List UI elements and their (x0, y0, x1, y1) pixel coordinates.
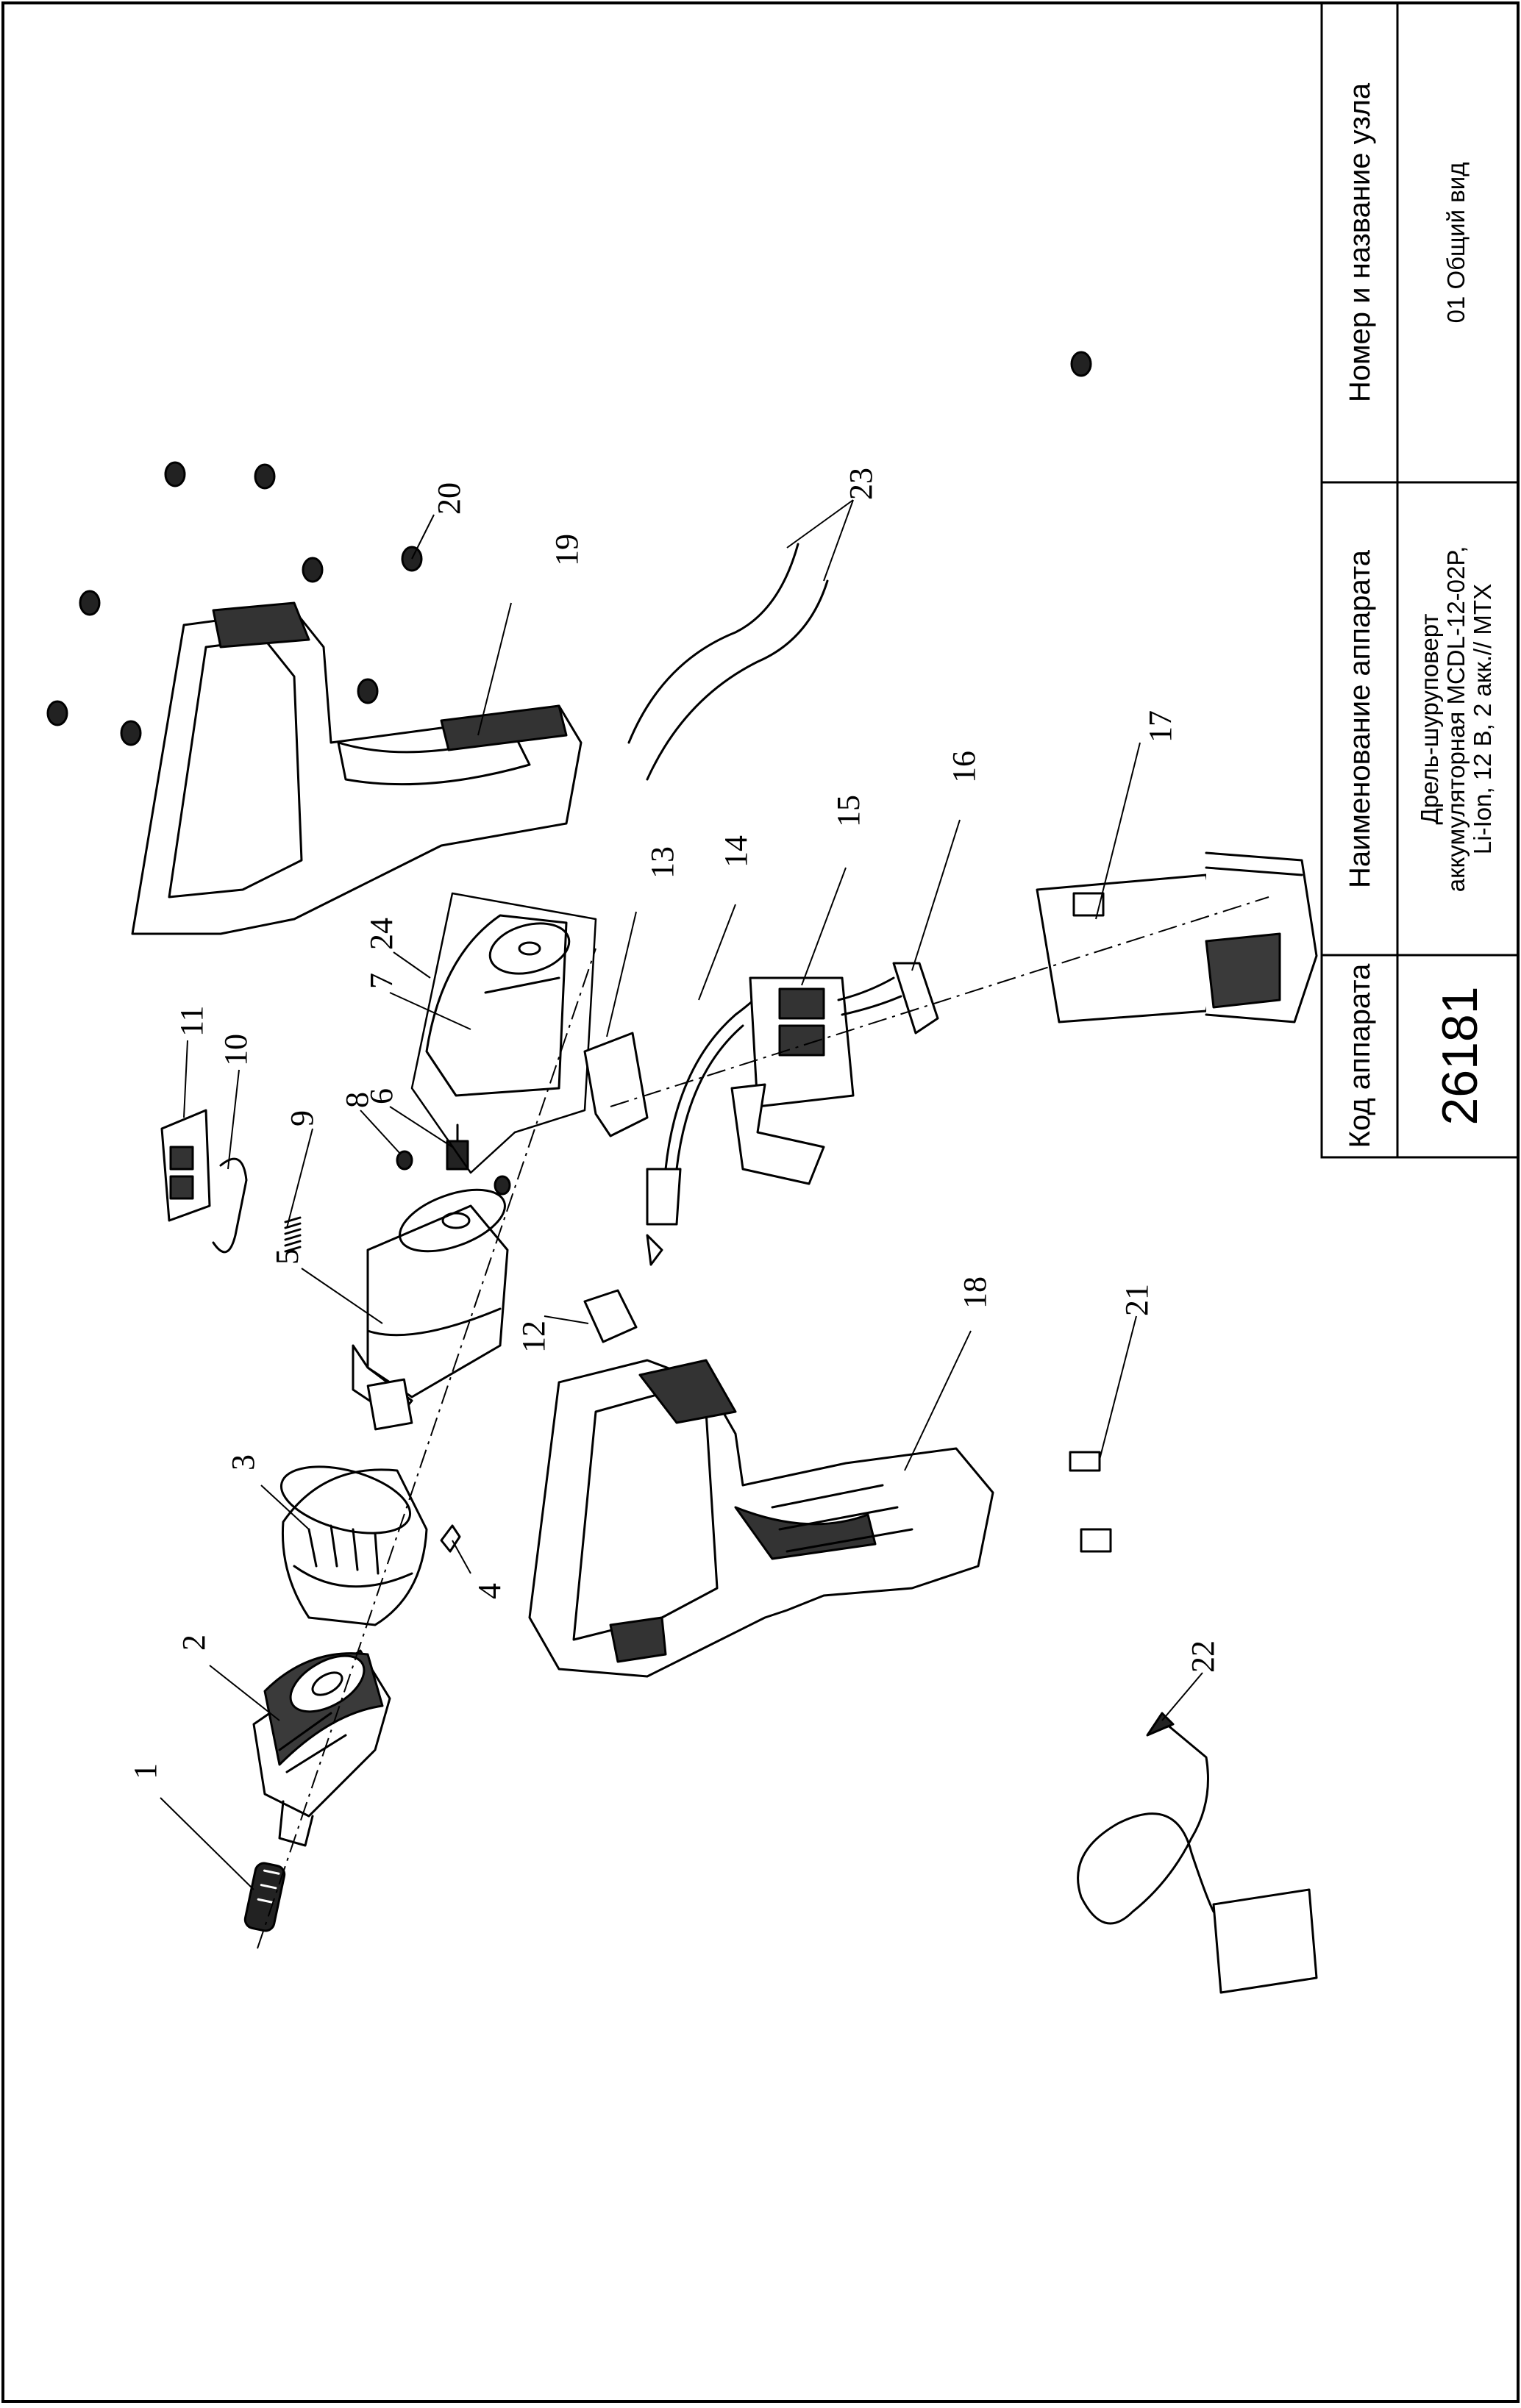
callout-3: 3 (225, 1454, 261, 1471)
part-5-gearbox (352, 1188, 509, 1431)
callout-1: 1 (127, 1763, 163, 1779)
callout-14: 14 (718, 835, 754, 868)
name-line-3: Li-Ion, 12 В, 2 акк.// MTX (1469, 584, 1496, 854)
part-6-pinion (446, 1123, 469, 1171)
callout-21: 21 (1119, 1284, 1155, 1316)
part-10-wire-clip (212, 1157, 248, 1254)
part-13-led-cover (583, 1032, 649, 1137)
part-2-chuck (252, 1649, 391, 1847)
node-header: Номер и название узла (1344, 82, 1376, 402)
title-block: Код аппарата 26181 Наименование аппарата… (1320, 1, 1520, 1159)
callout-19: 19 (549, 534, 585, 566)
part-14-led (646, 984, 766, 1266)
callout-22: 22 (1185, 1640, 1221, 1673)
callouts: 1 2 3 4 5 6 7 8 9 10 11 12 13 14 15 16 1… (127, 468, 1221, 1779)
part-7-motor (410, 892, 597, 1174)
callout-8: 8 (339, 1092, 375, 1108)
callout-9: 9 (284, 1110, 320, 1126)
callout-12: 12 (516, 1321, 552, 1353)
callout-6: 6 (363, 1088, 399, 1104)
name-line-2: аккумуляторная MCDL-12-02P, (1442, 546, 1470, 893)
part-18-housing-half-right (528, 1359, 994, 1678)
callout-17: 17 (1142, 710, 1178, 743)
callout-7: 7 (363, 973, 399, 989)
part-12-forward-reverse-button (583, 1289, 638, 1343)
part-1-screw (243, 1862, 286, 1932)
callout-4: 4 (471, 1583, 507, 1599)
callout-24: 24 (363, 918, 399, 950)
node-value: 01 Общий вид (1442, 162, 1470, 324)
part-8-screws (396, 1150, 511, 1196)
callout-13: 13 (644, 846, 680, 879)
code-value: 26181 (1432, 986, 1488, 1125)
leader-lines (160, 499, 1203, 1890)
name-header: Наименование аппарата (1344, 549, 1376, 888)
part-20-screws (46, 351, 1092, 746)
callout-16: 16 (946, 751, 982, 783)
code-header: Код аппарата (1344, 963, 1376, 1148)
part-23-wires (627, 543, 829, 781)
callout-5: 5 (269, 1248, 305, 1265)
name-line-1: Дрель-шуруповерт (1416, 614, 1443, 825)
callout-10: 10 (218, 1034, 254, 1066)
assembly-axes (257, 896, 1269, 1949)
part-4-clip (440, 1524, 461, 1553)
callout-15: 15 (830, 795, 866, 827)
part-17-battery (1036, 851, 1318, 1023)
callout-18: 18 (957, 1276, 993, 1309)
part-19-housing-half-left (131, 601, 583, 935)
callout-23: 23 (843, 468, 879, 500)
part-11-slider (160, 1109, 211, 1222)
part-16-battery-terminal (837, 962, 939, 1035)
part-22-charger (1077, 1712, 1318, 1994)
part-21-pads (1069, 1451, 1112, 1553)
callout-20: 20 (431, 482, 467, 515)
part-15-trigger-switch (730, 976, 855, 1185)
part-3-clutch-ring (279, 1465, 428, 1626)
callout-2: 2 (176, 1634, 212, 1651)
part-9-spring (284, 1216, 302, 1253)
callout-11: 11 (174, 1006, 210, 1037)
